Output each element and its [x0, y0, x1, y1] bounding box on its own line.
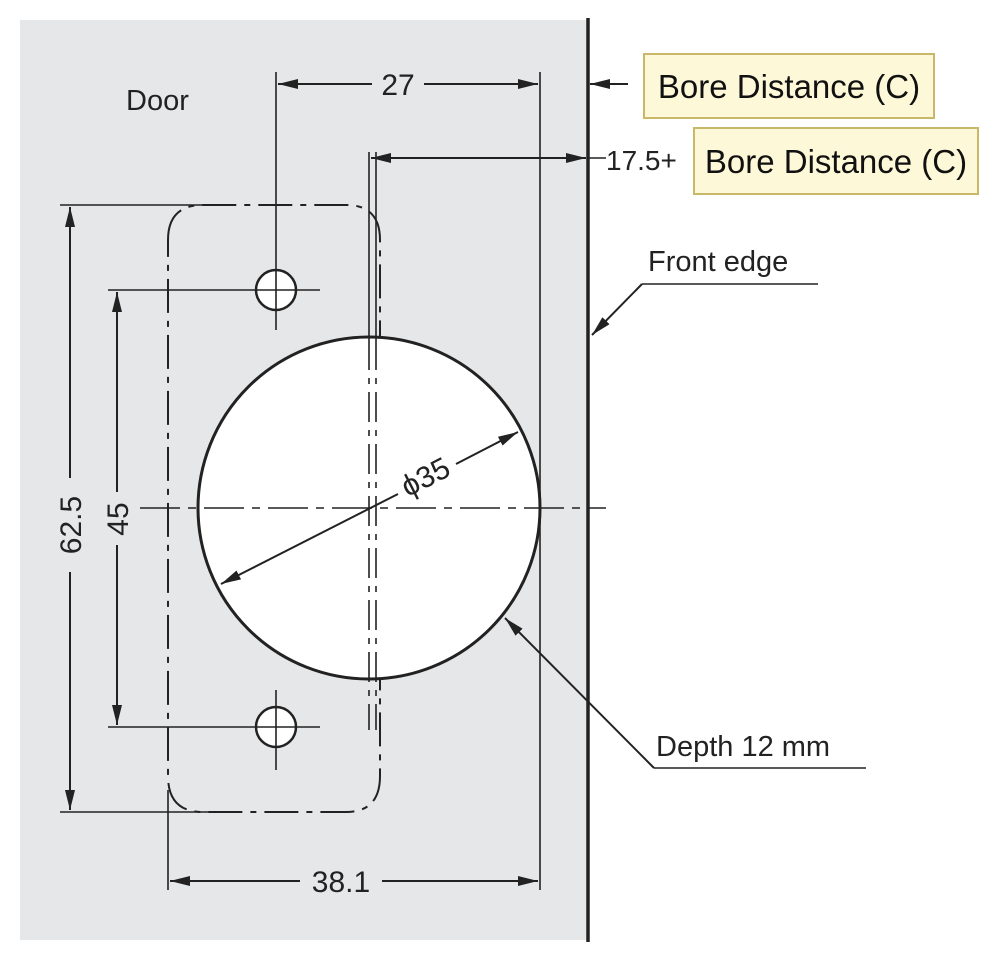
dim-45-label: 45 [102, 502, 135, 535]
front-edge-label: Front edge [648, 246, 788, 278]
bore-distance-label-2: Bore Distance (C) [705, 143, 967, 180]
dim-27-label: 27 [381, 69, 414, 102]
front-edge-leader [591, 283, 643, 336]
dim-diameter-line-upper [455, 431, 519, 465]
dim-62-5-label: 62.5 [55, 496, 88, 554]
bore-distance-box-1: Bore Distance (C) [643, 53, 935, 119]
hinge-plate-outline [167, 204, 381, 813]
dim-17-5-prefix: 17.5+ [606, 145, 677, 176]
dim-38-1-label: 38.1 [312, 866, 370, 899]
bore-distance-label-1: Bore Distance (C) [658, 68, 920, 105]
bore-distance-box-2: Bore Distance (C) [693, 127, 979, 195]
dim-diameter-line-lower [220, 493, 399, 585]
depth-leader [504, 617, 655, 769]
depth-label: Depth 12 mm [656, 731, 830, 763]
door-label: Door [126, 85, 189, 117]
